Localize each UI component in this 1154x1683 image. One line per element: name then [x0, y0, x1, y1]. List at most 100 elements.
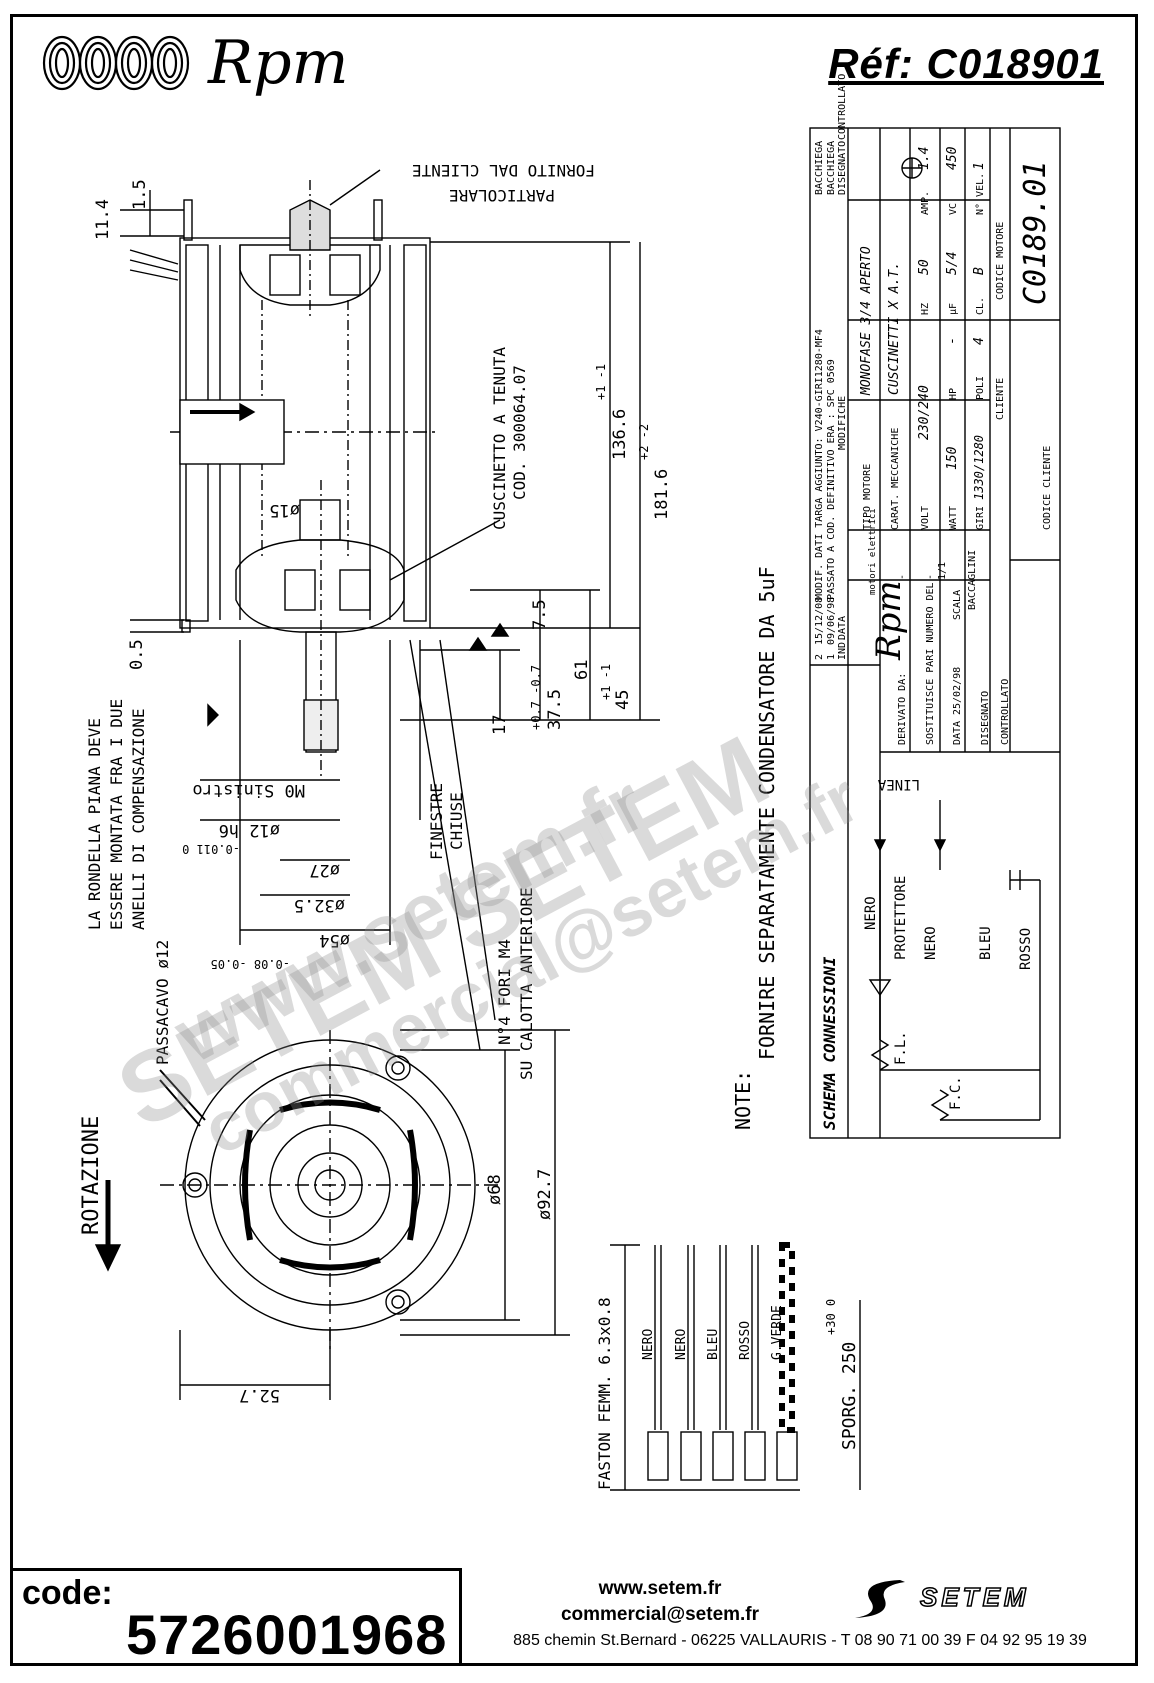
note-sporg: SPORG. 250	[839, 1342, 860, 1450]
note-rondella-1: LA RONDELLA PIANA DEVE	[85, 718, 104, 930]
setem-logo: SETEM	[855, 1580, 1030, 1618]
tb-volt-value: 230/240	[917, 385, 932, 440]
tb-amp-value: 1.4	[917, 147, 932, 170]
tb-codice-motore-value: C0189.01	[1018, 161, 1053, 306]
tb-codice-motore-label: CODICE MOTORE	[995, 222, 1006, 300]
email-link[interactable]: commercial@setem.fr	[560, 1604, 760, 1625]
tb-watt-value: 150	[945, 446, 960, 470]
tb-scala-label: SCALA	[952, 590, 963, 620]
dim-45: 45	[613, 690, 633, 710]
dim-54-tol: -0.08 -0.05	[211, 957, 290, 971]
dim-181-6: 181.6	[652, 469, 672, 520]
rev-row-1-desc: PASSATO A COD. DEFINITIVO ERA : SPC 0569	[826, 359, 837, 600]
dim-68: ø68	[485, 1174, 505, 1205]
schema-fc: F.C.	[948, 1076, 964, 1110]
tb-giri-value: 1330/1280	[972, 435, 986, 500]
tb-poli-value: 4	[972, 337, 987, 345]
note-finestre: FINESTRE	[427, 783, 446, 860]
dim-27: ø27	[309, 860, 340, 880]
note-fori-1: N°4 FORI M4	[495, 939, 514, 1045]
tb-derivato-value: -	[897, 574, 908, 580]
note-fornito: FORNITO DAL CLIENTE	[412, 161, 595, 180]
note-cuscinetto: CUSCINETTO A TENUTA	[490, 347, 509, 530]
wire-label-1: NERO	[674, 1329, 689, 1360]
tb-uf-value: 5/4	[945, 252, 960, 275]
tb-amp-label: AMP.	[920, 191, 931, 215]
rev-row-2-desc: MODIFICHE	[837, 396, 848, 450]
wire-bundle	[647, 1242, 798, 1481]
tb-data-value: 25/02/98	[952, 667, 963, 715]
rev-row-1-ind: 1	[826, 654, 837, 660]
rev-row-2-date: DATA	[837, 616, 848, 640]
rev-row-0-by: BACCHIEGA	[814, 141, 825, 195]
dim-1-5: 1.5	[130, 179, 150, 210]
note-particolare: PARTICOLARE	[449, 186, 555, 205]
rev-row-2-ind: IND.	[837, 636, 848, 660]
note-passacavo: PASSACAVO ø12	[153, 940, 172, 1065]
note-faston: FASTON FEMM. 6.3x0.8	[595, 1297, 614, 1490]
tb-data-label: DATA	[952, 721, 963, 745]
wire-label-0: NERO	[641, 1329, 656, 1360]
drawing-sheet-border	[10, 14, 1138, 1666]
rev-row-1-by: BACCHIEGA	[826, 141, 837, 195]
dim-12: ø12 h6	[219, 820, 280, 840]
wire-label-2: BLEU	[706, 1329, 721, 1360]
dim-136-6: 136.6	[610, 409, 630, 460]
tb-cliente-label: CLIENTE	[995, 378, 1006, 420]
dim-32-5: ø32.5	[294, 895, 345, 915]
wire-label-4: G.VERDE	[770, 1305, 785, 1360]
tb-vel-value: 1	[972, 162, 987, 170]
schema-bleu: BLEU	[978, 926, 994, 960]
tb-vc-label: VC	[948, 203, 959, 215]
code-box	[10, 1568, 462, 1666]
dim-92-7: ø92.7	[535, 1169, 555, 1220]
dim-17: 17	[490, 715, 510, 735]
dim-54: ø54	[319, 930, 350, 950]
tb-disegnato-label: DISEGNATO	[980, 691, 991, 745]
tb-controllato-label: CONTROLLATO	[1000, 679, 1011, 745]
address-line: 885 chemin St.Bernard - 06225 VALLAURIS …	[513, 1632, 1087, 1649]
code-value: 5726001968	[126, 1603, 448, 1666]
tb-cl-label: CL.	[975, 297, 986, 315]
dim-15: ø15	[269, 500, 300, 520]
schema-title: SCHEMA CONNESSIONI	[820, 956, 839, 1130]
schema-nero: NERO	[863, 896, 879, 930]
tb-hp-label: HP	[948, 388, 959, 400]
tb-disegnato-value: BACCAGLINI	[967, 550, 978, 610]
reference-number: Réf: C018901	[828, 40, 1104, 87]
dim-52-7: 52.7	[239, 1385, 280, 1405]
tb-codice-cliente: CODICE CLIENTE	[1042, 446, 1053, 530]
rpm-logo: Rpm	[40, 28, 348, 98]
schema-nero-2: NERO	[923, 926, 939, 960]
schema-linea: LINEA	[877, 776, 920, 792]
dim-11-4: 11.4	[93, 199, 113, 240]
tb-derivato: DERIVATO DA:	[897, 673, 908, 745]
tb-tipo-label: TIPO MOTORE	[862, 464, 873, 530]
rpm-coil-logo-icon	[42, 35, 190, 91]
dim-7-5: 7.5	[530, 599, 550, 630]
tb-vel-label: N° VEL.	[975, 173, 986, 215]
setem-swoosh-icon	[855, 1580, 905, 1618]
note-rotazione: ROTAZIONE	[79, 1116, 104, 1235]
tb-uf-label: µF	[948, 303, 959, 315]
note-text: FORNIRE SEPARATAMENTE CONDENSATORE DA 5u…	[755, 566, 779, 1060]
dim-61: 61	[572, 660, 592, 680]
tb-poli-label: POLI	[975, 376, 986, 400]
tb-sostituisce-value: -	[925, 574, 936, 580]
tb-brand-sub: motori elettrici	[868, 508, 878, 595]
tb-controllato-top: CONTROLLATO	[837, 74, 848, 140]
tb-hp-value: -	[945, 337, 960, 345]
setem-logo-text: SETEM	[920, 1582, 1030, 1612]
tb-scala-value: 1/1	[937, 562, 948, 580]
dim-12-tol: -0.011 0	[182, 842, 240, 856]
website-link[interactable]: www.setem.fr	[598, 1578, 722, 1599]
rev-row-0-ind: 2	[814, 654, 825, 660]
rev-row-2-by: DISEGNATO	[837, 141, 848, 195]
dim-45-tol: +1 -1	[599, 664, 613, 700]
tb-giri-label: GIRI	[975, 506, 986, 530]
note-rondella-2: ESSERE MONTATA FRA I DUE	[107, 699, 126, 930]
note-title: NOTE:	[731, 1070, 755, 1130]
note-sporg-tol: +30 0	[824, 1299, 838, 1335]
tb-volt-label: VOLT	[920, 506, 931, 530]
